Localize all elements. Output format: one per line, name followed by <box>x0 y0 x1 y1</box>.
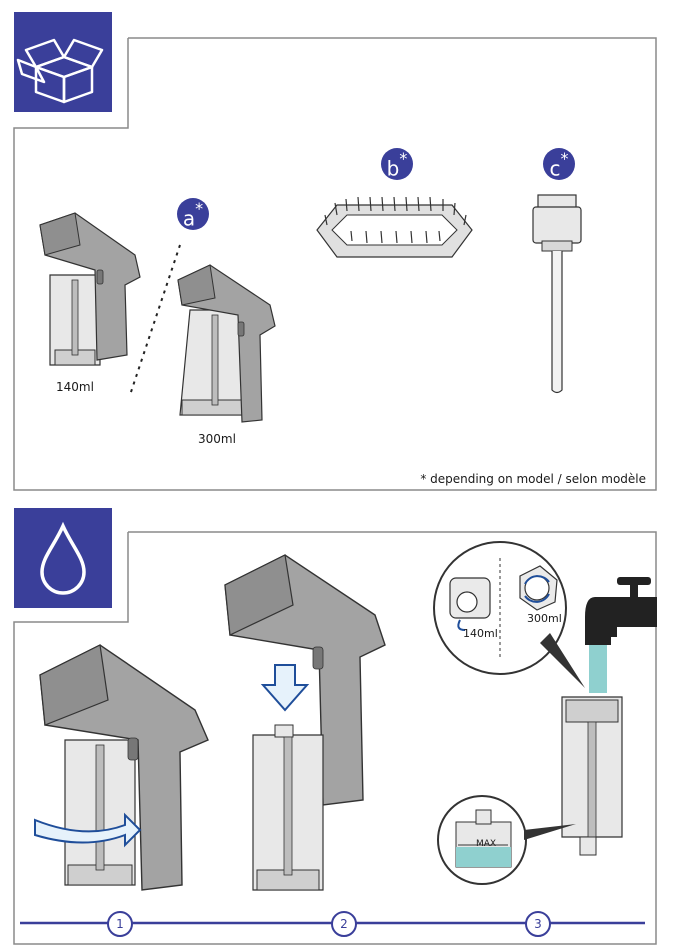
footnote-depending-on-model: * depending on model / selon modèle <box>420 472 646 486</box>
filling-tube-accessory-illustration <box>532 194 582 394</box>
water-drop-icon <box>14 508 112 608</box>
step-1-indicator: 1 <box>107 911 133 937</box>
badge-a-letter: a <box>182 206 196 231</box>
max-level-zoom-illustration <box>437 795 576 885</box>
badge-c-letter: c <box>549 156 561 181</box>
badge-b: b* <box>381 148 413 181</box>
panel-top-frame <box>13 37 657 491</box>
badge-b-letter: b <box>386 156 400 181</box>
badge-b-asterisk: * <box>399 149 408 168</box>
badge-c-asterisk: * <box>560 149 569 168</box>
faucet-illustration <box>585 577 657 693</box>
zoom-capacity-300ml-label: 300ml <box>527 612 562 625</box>
capacity-140ml-label: 140ml <box>56 380 94 394</box>
step-2-indicator: 2 <box>331 911 357 937</box>
zoom-capacity-140ml-label: 140ml <box>463 627 498 640</box>
dotted-divider <box>129 244 181 396</box>
open-box-icon <box>14 12 112 112</box>
brush-accessory-illustration <box>316 196 473 258</box>
capacity-300ml-label: 300ml <box>198 432 236 446</box>
badge-a: a* <box>177 198 209 231</box>
step1-remove-tank-illustration <box>34 644 209 891</box>
badge-a-asterisk: * <box>195 199 204 218</box>
step2-detached-tank-illustration <box>224 554 386 891</box>
steamer-300ml-illustration <box>177 264 276 423</box>
steamer-140ml-illustration <box>39 212 141 366</box>
badge-c: c* <box>543 148 575 181</box>
step-3-indicator: 3 <box>525 911 551 937</box>
max-level-label: MAX <box>476 839 497 849</box>
step3-tank-filling-illustration <box>561 696 623 856</box>
step3-cap-zoom-illustration <box>433 541 585 688</box>
panel-bottom-frame <box>13 531 657 945</box>
